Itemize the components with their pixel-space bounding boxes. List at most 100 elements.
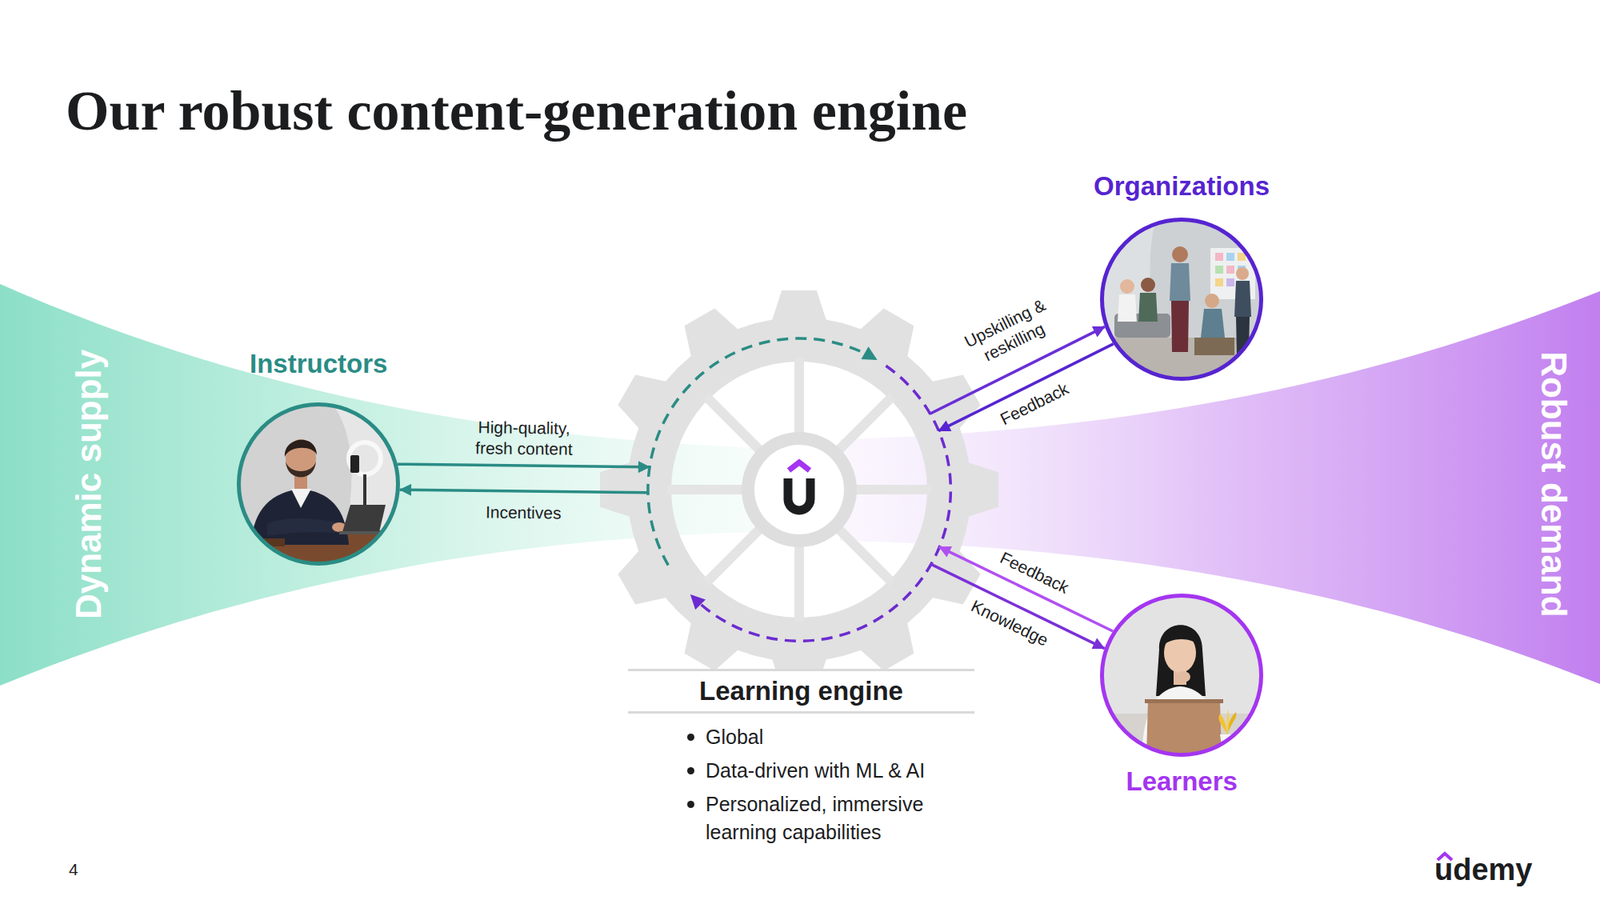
drawing-part xyxy=(1171,300,1189,352)
drawing-part xyxy=(1220,734,1235,751)
drawing-part xyxy=(1120,279,1135,294)
bullet-list: GlobalData-driven with ML & AI Personaliz… xyxy=(687,723,1000,847)
page-number: 4 xyxy=(68,859,79,880)
bullet-row: Data-driven with ML & AI xyxy=(687,756,1000,785)
engine-heading: Learning engine xyxy=(628,668,975,714)
drawing-part xyxy=(1227,708,1230,735)
edge-label: High-quality, fresh content xyxy=(464,416,585,460)
drawing-part xyxy=(1234,280,1252,317)
band-shape xyxy=(0,284,760,686)
bullet-dot xyxy=(687,733,695,741)
gear-spoke xyxy=(794,357,804,434)
drawing-part xyxy=(1138,292,1158,322)
bullet-text: Personalized, immersive learning capabil… xyxy=(705,790,962,847)
bullet-dot xyxy=(687,767,695,775)
drawing-part xyxy=(342,504,386,532)
instructor-photo xyxy=(236,402,400,566)
edge-label-anchor: Feedback xyxy=(997,393,1072,415)
logo-chevron-mark xyxy=(788,462,810,471)
logo-wordmark: udemy xyxy=(1434,854,1532,885)
gear-spoke xyxy=(705,396,760,450)
label-anchor: udemy xyxy=(1434,854,1532,885)
drawing-part xyxy=(1146,700,1222,757)
band-label: Robust demand xyxy=(1532,351,1575,617)
cycle-arc xyxy=(648,338,876,566)
drawing-part xyxy=(1117,294,1137,322)
drawing-part xyxy=(1237,252,1246,261)
bullet-text: Global xyxy=(705,723,764,752)
instructors-circle: Instructors xyxy=(236,402,400,566)
drawing-part xyxy=(350,455,360,473)
edge-label-anchor: Incentives xyxy=(485,502,562,524)
organization-photo xyxy=(1100,217,1264,381)
bullet-text: Data-driven with ML & AI xyxy=(705,756,925,785)
drawing-part xyxy=(1144,699,1224,704)
drawing-part xyxy=(1236,316,1250,354)
slide-title: Our robust content-generation engine xyxy=(65,79,968,144)
photo-content xyxy=(1100,593,1264,757)
gear-spoke xyxy=(794,545,804,622)
drawing-part xyxy=(1226,278,1235,287)
drawing-part xyxy=(339,531,383,535)
organizations-circle: Organizations xyxy=(1100,217,1264,381)
band-label: Dynamic supply xyxy=(68,348,111,619)
drawing-part xyxy=(1140,277,1156,292)
node-heading: Learners xyxy=(1126,765,1238,798)
drawing-part xyxy=(1204,293,1220,308)
drawing-part xyxy=(1215,252,1224,261)
bullet-row: Global xyxy=(687,723,1000,752)
photo-content xyxy=(1100,217,1264,381)
gear-spoke xyxy=(855,484,932,495)
drawing-part xyxy=(1169,263,1191,301)
edge-label-anchor: Feedback xyxy=(997,562,1072,584)
drawing-part xyxy=(1172,246,1188,263)
drawing-part xyxy=(1100,593,1264,757)
drawing-part xyxy=(267,518,336,536)
edge-label: Upskilling & reskilling xyxy=(950,289,1070,377)
band-fill xyxy=(840,291,1600,684)
learner-photo xyxy=(1100,593,1264,757)
drawing-part xyxy=(1176,671,1191,683)
drawing-part xyxy=(1200,308,1225,338)
bullet-dot xyxy=(687,800,695,808)
node-heading: Instructors xyxy=(249,348,388,380)
edge-label-anchor: Upskilling & reskilling xyxy=(953,312,1066,354)
node-heading: Organizations xyxy=(1093,170,1270,203)
drawing-part xyxy=(285,461,316,478)
label-anchor: 4 xyxy=(68,859,79,880)
bullet-row: Personalized, immersive learning capabil… xyxy=(687,790,1000,847)
band-shape xyxy=(840,291,1600,684)
edge-label-anchor: Knowledge xyxy=(968,612,1052,634)
drawing-part xyxy=(1215,278,1224,287)
gear-shape xyxy=(599,289,1000,690)
drawing-part xyxy=(1236,267,1249,280)
gear-spoke xyxy=(667,484,744,495)
gear-rim xyxy=(600,290,999,689)
drawing-part xyxy=(1226,265,1235,274)
drawing-part xyxy=(1194,337,1235,356)
edge-label: Incentives xyxy=(485,501,562,524)
learning-engine-gear: Learning engineGlobalData-driven with ML… xyxy=(599,289,1000,858)
drawing-part xyxy=(1226,252,1235,261)
demand-band: Robust demand xyxy=(840,291,1600,684)
drawing-part xyxy=(251,488,349,545)
edge-label: Feedback xyxy=(996,547,1072,599)
edge-label: Feedback xyxy=(996,378,1072,430)
drawing-part xyxy=(284,440,317,457)
drawing-part xyxy=(1162,631,1200,647)
drawing-part xyxy=(1156,624,1206,696)
gear-spoke xyxy=(705,528,760,583)
drawing-part xyxy=(348,442,381,475)
drawing-part xyxy=(1215,265,1224,274)
drawing-part xyxy=(1100,217,1264,381)
gear-hub xyxy=(741,432,857,548)
supply-band: Dynamic supply Instructors xyxy=(0,284,760,686)
drawing-part xyxy=(1218,713,1228,735)
logo-mark xyxy=(788,478,811,511)
gear-hub-center xyxy=(754,444,844,535)
title-anchor: Our robust content-generation engine xyxy=(65,79,968,144)
drawing-part xyxy=(291,488,312,508)
edge-label-anchor: High-quality, fresh content xyxy=(464,417,584,460)
learners-circle: Learners xyxy=(1100,593,1264,757)
